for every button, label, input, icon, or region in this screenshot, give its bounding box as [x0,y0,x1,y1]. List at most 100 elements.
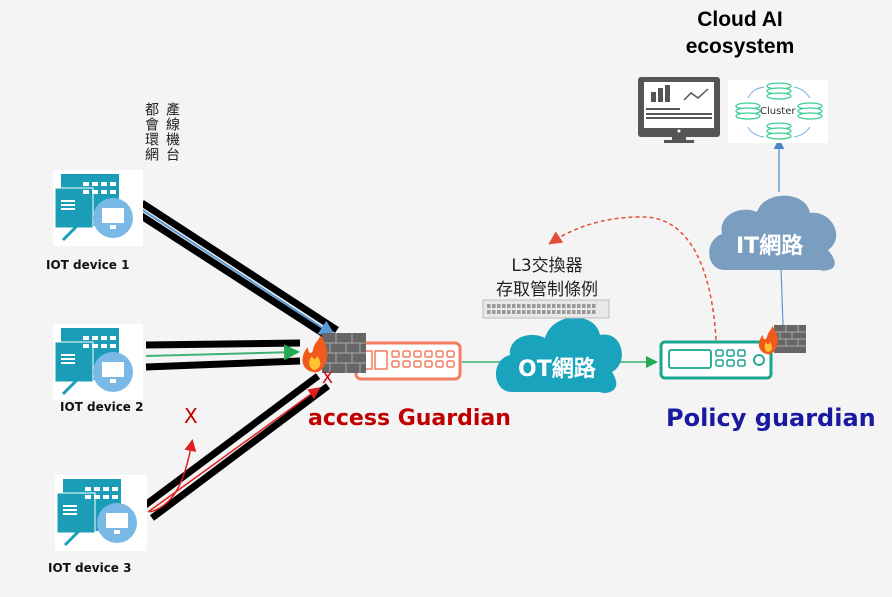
switch-port [577,304,581,308]
switch-port [527,310,531,314]
switch-port [532,304,536,308]
switch-port [537,310,541,314]
switch-port [572,310,576,314]
switch-port [572,304,576,308]
switch-port [492,310,496,314]
port-dot [446,360,455,368]
access-guardian-appliance-icon [354,341,462,381]
switch-port [592,310,596,314]
cloud-ai-title-line1: Cloud AI [697,8,783,31]
switch-port [522,310,526,314]
switch-port [562,310,566,314]
link-device-3 [141,373,331,521]
port-dot [726,359,735,367]
switch-port [592,304,596,308]
port-dot [726,349,735,357]
access-guardian-label: access Guardian [308,406,511,431]
iot-device-2-label: IOT device 2 [60,400,144,414]
link-device-1 [138,200,339,341]
switch-port [577,310,581,314]
switch-port [502,304,506,308]
switch-port [527,304,531,308]
policy-guardian-label: Policy guardian [666,404,876,432]
iot-device-1-label: IOT device 1 [46,258,130,272]
policy-guardian-appliance-icon [659,340,773,380]
blocked-mark: X [184,404,198,428]
dashed-feedback-arrow [548,216,717,341]
switch-port [557,310,561,314]
switch-port [552,310,556,314]
switch-port [532,310,536,314]
l3-switch-label-line2: 存取管制條例 [496,280,598,300]
switch-port [487,304,491,308]
port-dot [391,350,400,358]
switch-port [562,304,566,308]
iot-device-3[interactable] [55,475,147,551]
firewall-icon [774,325,806,353]
fire-icon [758,326,778,355]
port-dot [424,350,433,358]
it-cloud-icon [709,195,837,271]
switch-port [587,310,591,314]
switch-port [547,304,551,308]
link-firewall-to-it [780,267,784,326]
database-icon [735,102,761,120]
port-dot [424,360,433,368]
port-dot [391,360,400,368]
firewall-icon [322,333,366,373]
switch-port [567,304,571,308]
switch-port [547,310,551,314]
switch-port [492,304,496,308]
switch-port [587,304,591,308]
port-dot [402,350,411,358]
switch-port [502,310,506,314]
vertical-label-production-line: 產線機台 [164,102,180,162]
l3-switch-label-line1: L3交換器 [511,256,583,276]
switch-port [542,310,546,314]
switch-port [582,304,586,308]
iot-device-1[interactable] [53,170,143,246]
iot-device-icon [55,475,147,551]
switch-port [487,310,491,314]
switch-port [517,304,521,308]
iot-device-icon [53,324,143,400]
iot-device-3-label: IOT device 3 [48,561,132,575]
it-network-label: IT網路 [736,234,804,259]
switch-port [497,310,501,314]
iot-device-2[interactable] [53,324,143,400]
switch-port [552,304,556,308]
ot-cloud-icon [495,317,622,393]
switch-port [507,304,511,308]
port-dot [737,359,746,367]
cloud-ai-title-line2: ecosystem [685,35,795,58]
switch-port [582,310,586,314]
switch-port [507,310,511,314]
blocked-mark-firewall: X [322,368,333,387]
database-icon [797,102,823,120]
switch-port [567,310,571,314]
port-dot [435,360,444,368]
switch-port [557,304,561,308]
network-switch-icon [482,299,610,319]
switch-port [522,304,526,308]
link-device-2 [145,339,301,371]
switch-port [512,310,516,314]
port-dot [715,359,724,367]
port-dot [446,350,455,358]
fire-icon [302,335,328,373]
monitor-chart-icon [638,77,720,143]
port-dot [435,350,444,358]
switch-port [542,304,546,308]
port-dot [402,360,411,368]
switch-port [497,304,501,308]
database-icon [766,122,792,140]
port-dot [715,349,724,357]
ot-network-label: OT網路 [518,357,596,382]
port-dot [413,360,422,368]
port-dot [413,350,422,358]
cluster-label: Cluster [760,106,796,117]
database-icon [766,82,792,100]
database-cluster-icon [728,80,828,143]
l3-switch-label: L3交換器 存取管制條例 [472,254,622,302]
